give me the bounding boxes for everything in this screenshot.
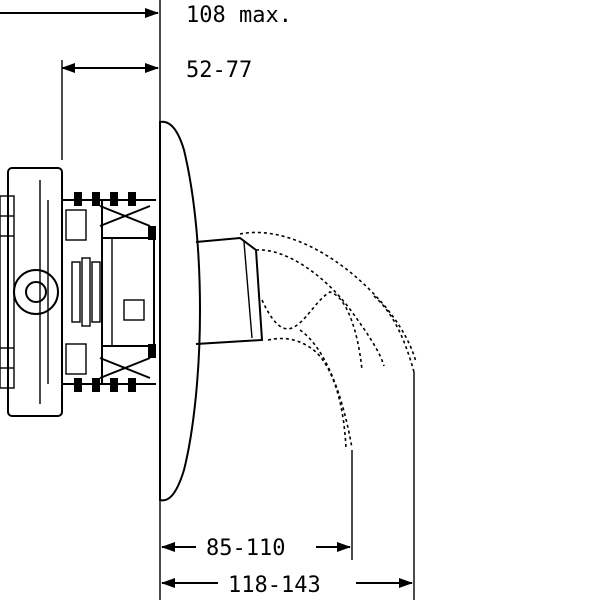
cartridge-screw xyxy=(123,299,145,321)
bolt xyxy=(74,192,82,206)
stream-upper-curve xyxy=(239,231,417,363)
bolt xyxy=(92,378,100,392)
bolt xyxy=(128,192,136,206)
dimension-wall-range: 52-77 xyxy=(61,58,252,83)
thread-rings xyxy=(71,257,101,327)
dim-label-wall: 52-77 xyxy=(186,58,252,83)
valve-lug-top xyxy=(65,209,87,241)
bolt xyxy=(92,192,100,206)
bolt-row-top xyxy=(62,192,156,227)
bolt-row-bottom xyxy=(62,357,156,392)
bolt xyxy=(110,378,118,392)
dim-label-short: 85-110 xyxy=(206,536,285,561)
cover-plate xyxy=(159,120,202,502)
brace xyxy=(99,205,151,227)
cover-plate-outline xyxy=(159,120,202,502)
spout-body xyxy=(195,236,264,345)
spout-neck xyxy=(195,236,264,345)
stream-middle-wave xyxy=(261,291,363,371)
stream-upper-inner xyxy=(255,249,385,367)
spout-neck-inner xyxy=(243,241,253,339)
extension-lines xyxy=(61,0,415,600)
stream-lower-curve xyxy=(267,337,347,449)
valve-lug-bottom xyxy=(65,343,87,375)
dim-label-long: 118-143 xyxy=(228,573,321,598)
stream-lower-inner xyxy=(299,329,353,449)
inlet-connection xyxy=(13,269,59,315)
dim-label-overall: 108 max. xyxy=(186,3,292,28)
thread-ring xyxy=(91,261,101,323)
housing-block xyxy=(7,167,63,417)
bolt xyxy=(128,378,136,392)
thread-ring xyxy=(71,261,81,323)
dimension-spout-long: 118-143 xyxy=(161,573,413,598)
fixing xyxy=(148,344,156,358)
valve-body xyxy=(0,167,156,417)
dimension-overall-max: 108 max. xyxy=(0,3,292,28)
bolt xyxy=(110,192,118,206)
inlet-bore xyxy=(25,281,47,303)
brace xyxy=(99,357,151,379)
water-stream xyxy=(239,231,417,449)
dimension-spout-short: 85-110 xyxy=(161,536,351,561)
fixing xyxy=(148,226,156,240)
bolt xyxy=(74,378,82,392)
stream-tip xyxy=(373,295,415,373)
thread-ring xyxy=(81,257,91,327)
cartridge xyxy=(101,237,155,347)
